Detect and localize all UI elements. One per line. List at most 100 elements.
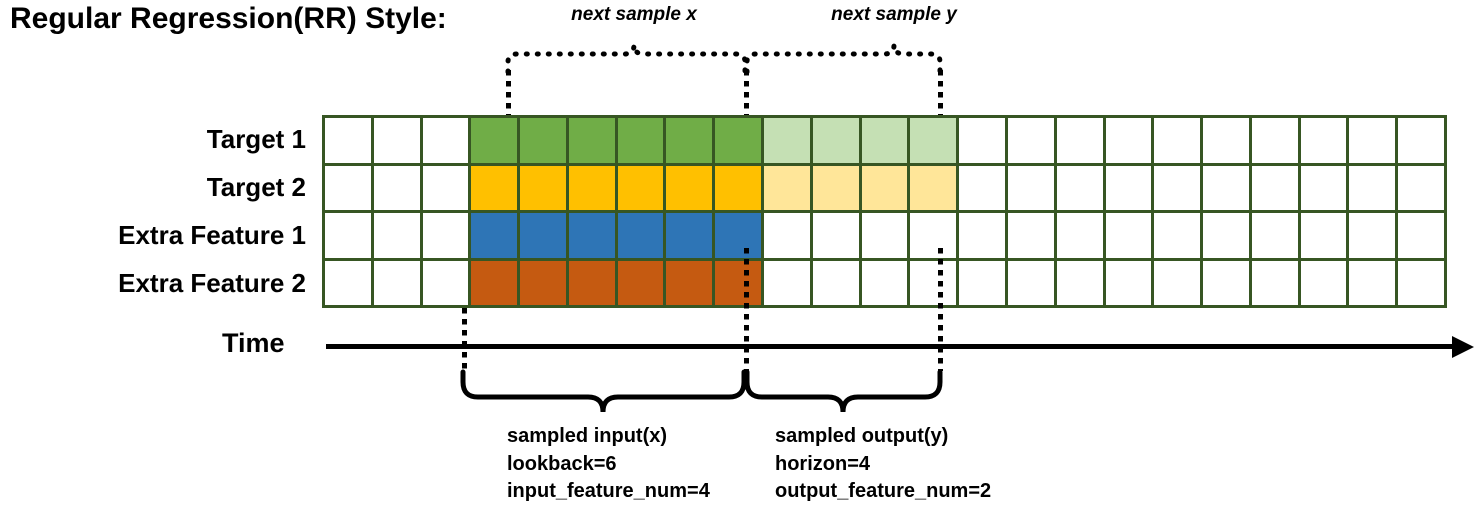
grid-cell-r3-c8: [666, 213, 713, 258]
grid-cell-r4-c16: [1056, 260, 1103, 305]
grid-cell-r2-c2: [373, 165, 420, 210]
grid-cell-r4-c7: [617, 260, 664, 305]
brace-sampled-input: [460, 369, 747, 413]
grid-cell-r2-c11: [812, 165, 859, 210]
grid-cell-r4-c4: [471, 260, 518, 305]
grid-cell-r1-c20: [1251, 118, 1298, 163]
grid-cell-r2-c15: [1007, 165, 1054, 210]
grid-cell-r4-c15: [1007, 260, 1054, 305]
note-output-horizon: horizon=4: [775, 452, 871, 475]
note-input-feature-num: input_feature_num=4: [507, 480, 710, 503]
grid-cell-r3-c16: [1056, 213, 1103, 258]
grid-cell-r1-c22: [1349, 118, 1396, 163]
row-label-extra-feature-1: Extra Feature 1: [118, 211, 306, 259]
note-sampled-output: sampled output(y) horizon=4 output_featu…: [775, 423, 991, 506]
row-label-extra-feature-2: Extra Feature 2: [118, 259, 306, 307]
grid-cell-r3-c17: [1105, 213, 1152, 258]
grid-cell-r1-c12: [861, 118, 908, 163]
grid-cell-r1-c15: [1007, 118, 1054, 163]
row-label-column: Target 1 Target 2 Extra Feature 1 Extra …: [0, 115, 312, 308]
note-input-title: sampled input(x): [507, 425, 668, 447]
brace-next-sample-y: [744, 44, 943, 75]
grid-cell-r2-c19: [1203, 165, 1249, 210]
note-input-lookback: lookback=6: [507, 452, 617, 475]
grid-cell-r2-c20: [1251, 165, 1298, 210]
note-output-feature-num: output_feature_num=2: [775, 480, 992, 503]
grid-cell-r3-c19: [1203, 213, 1249, 258]
brace-sampled-output: [744, 369, 943, 413]
time-series-grid: [322, 115, 1447, 308]
grid-cell-r3-c22: [1349, 213, 1396, 258]
annotation-next-sample-y: next sample y: [831, 4, 957, 25]
arrow-right-icon: [1452, 336, 1474, 358]
grid-cell-r2-c1: [325, 165, 371, 210]
grid-cell-r3-c15: [1007, 213, 1054, 258]
grid-cell-r2-c7: [617, 165, 664, 210]
grid-cell-r4-c13: [910, 260, 957, 305]
grid-cell-r1-c16: [1056, 118, 1103, 163]
grid-cell-r4-c19: [1203, 260, 1249, 305]
row-label-text: Target 1: [206, 124, 306, 154]
dropline-input-start-top: [506, 70, 511, 115]
dropline-output-end-bottom: [938, 248, 943, 371]
grid-cell-r3-c4: [471, 213, 518, 258]
grid-cell-r3-c2: [373, 213, 420, 258]
grid-cell-r1-c11: [812, 118, 859, 163]
row-label-text: Extra Feature 2: [118, 268, 306, 298]
grid-cell-r4-c12: [861, 260, 908, 305]
grid-cell-r2-c10: [764, 165, 810, 210]
grid-cell-r3-c3: [422, 213, 469, 258]
grid-cell-r2-c3: [422, 165, 469, 210]
annotation-next-sample-x: next sample x: [571, 4, 697, 25]
grid-cell-r1-c17: [1105, 118, 1152, 163]
grid-cell-r4-c9: [715, 260, 762, 305]
grid-cell-r3-c5: [520, 213, 566, 258]
grid-cell-r2-c14: [959, 165, 1005, 210]
grid-cell-r3-c14: [959, 213, 1005, 258]
grid-cell-r3-c18: [1154, 213, 1201, 258]
note-sampled-input: sampled input(x) lookback=6 input_featur…: [507, 423, 710, 506]
grid-cell-r4-c1: [325, 260, 371, 305]
grid-cell-r1-c13: [910, 118, 957, 163]
grid-cell-r1-c4: [471, 118, 518, 163]
grid-cell-r1-c6: [568, 118, 615, 163]
grid-cell-r1-c21: [1300, 118, 1347, 163]
grid-cell-r1-c7: [617, 118, 664, 163]
grid-cell-r3-c21: [1300, 213, 1347, 258]
grid-cell-r3-c7: [617, 213, 664, 258]
grid-cell-r2-c18: [1154, 165, 1201, 210]
page-title: Regular Regression(RR) Style:: [10, 2, 447, 35]
grid-cell-r2-c5: [520, 165, 566, 210]
grid-cell-r2-c16: [1056, 165, 1103, 210]
grid-cell-r4-c18: [1154, 260, 1201, 305]
grid-cell-r3-c11: [812, 213, 859, 258]
grid-cell-r4-c22: [1349, 260, 1396, 305]
grid-cell-r3-c6: [568, 213, 615, 258]
grid-cell-r2-c6: [568, 165, 615, 210]
note-output-title: sampled output(y): [775, 425, 949, 447]
dropline-input-start-bottom: [462, 308, 467, 371]
grid-cell-r4-c10: [764, 260, 810, 305]
grid-cell-r3-c1: [325, 213, 371, 258]
grid-cell-r4-c14: [959, 260, 1005, 305]
grid-cell-r2-c8: [666, 165, 713, 210]
grid-cell-r1-c18: [1154, 118, 1201, 163]
dropline-input-end-bottom: [744, 248, 749, 371]
grid-cell-r4-c5: [520, 260, 566, 305]
grid-cell-r1-c14: [959, 118, 1005, 163]
dropline-input-end-top: [744, 70, 749, 115]
grid-cell-r1-c8: [666, 118, 713, 163]
grid-cell-r1-c9: [715, 118, 762, 163]
grid-cell-r1-c19: [1203, 118, 1249, 163]
dropline-output-end-top: [938, 70, 943, 115]
row-label-text: Extra Feature 1: [118, 220, 306, 250]
grid-cell-r2-c21: [1300, 165, 1347, 210]
time-axis-line: [326, 344, 1466, 349]
grid-cell-r4-c3: [422, 260, 469, 305]
grid-cell-r1-c2: [373, 118, 420, 163]
grid-cell-r4-c6: [568, 260, 615, 305]
grid-cell-r2-c13: [910, 165, 957, 210]
grid-cell-r1-c3: [422, 118, 469, 163]
grid-cell-r2-c17: [1105, 165, 1152, 210]
grid-cell-r3-c13: [910, 213, 957, 258]
